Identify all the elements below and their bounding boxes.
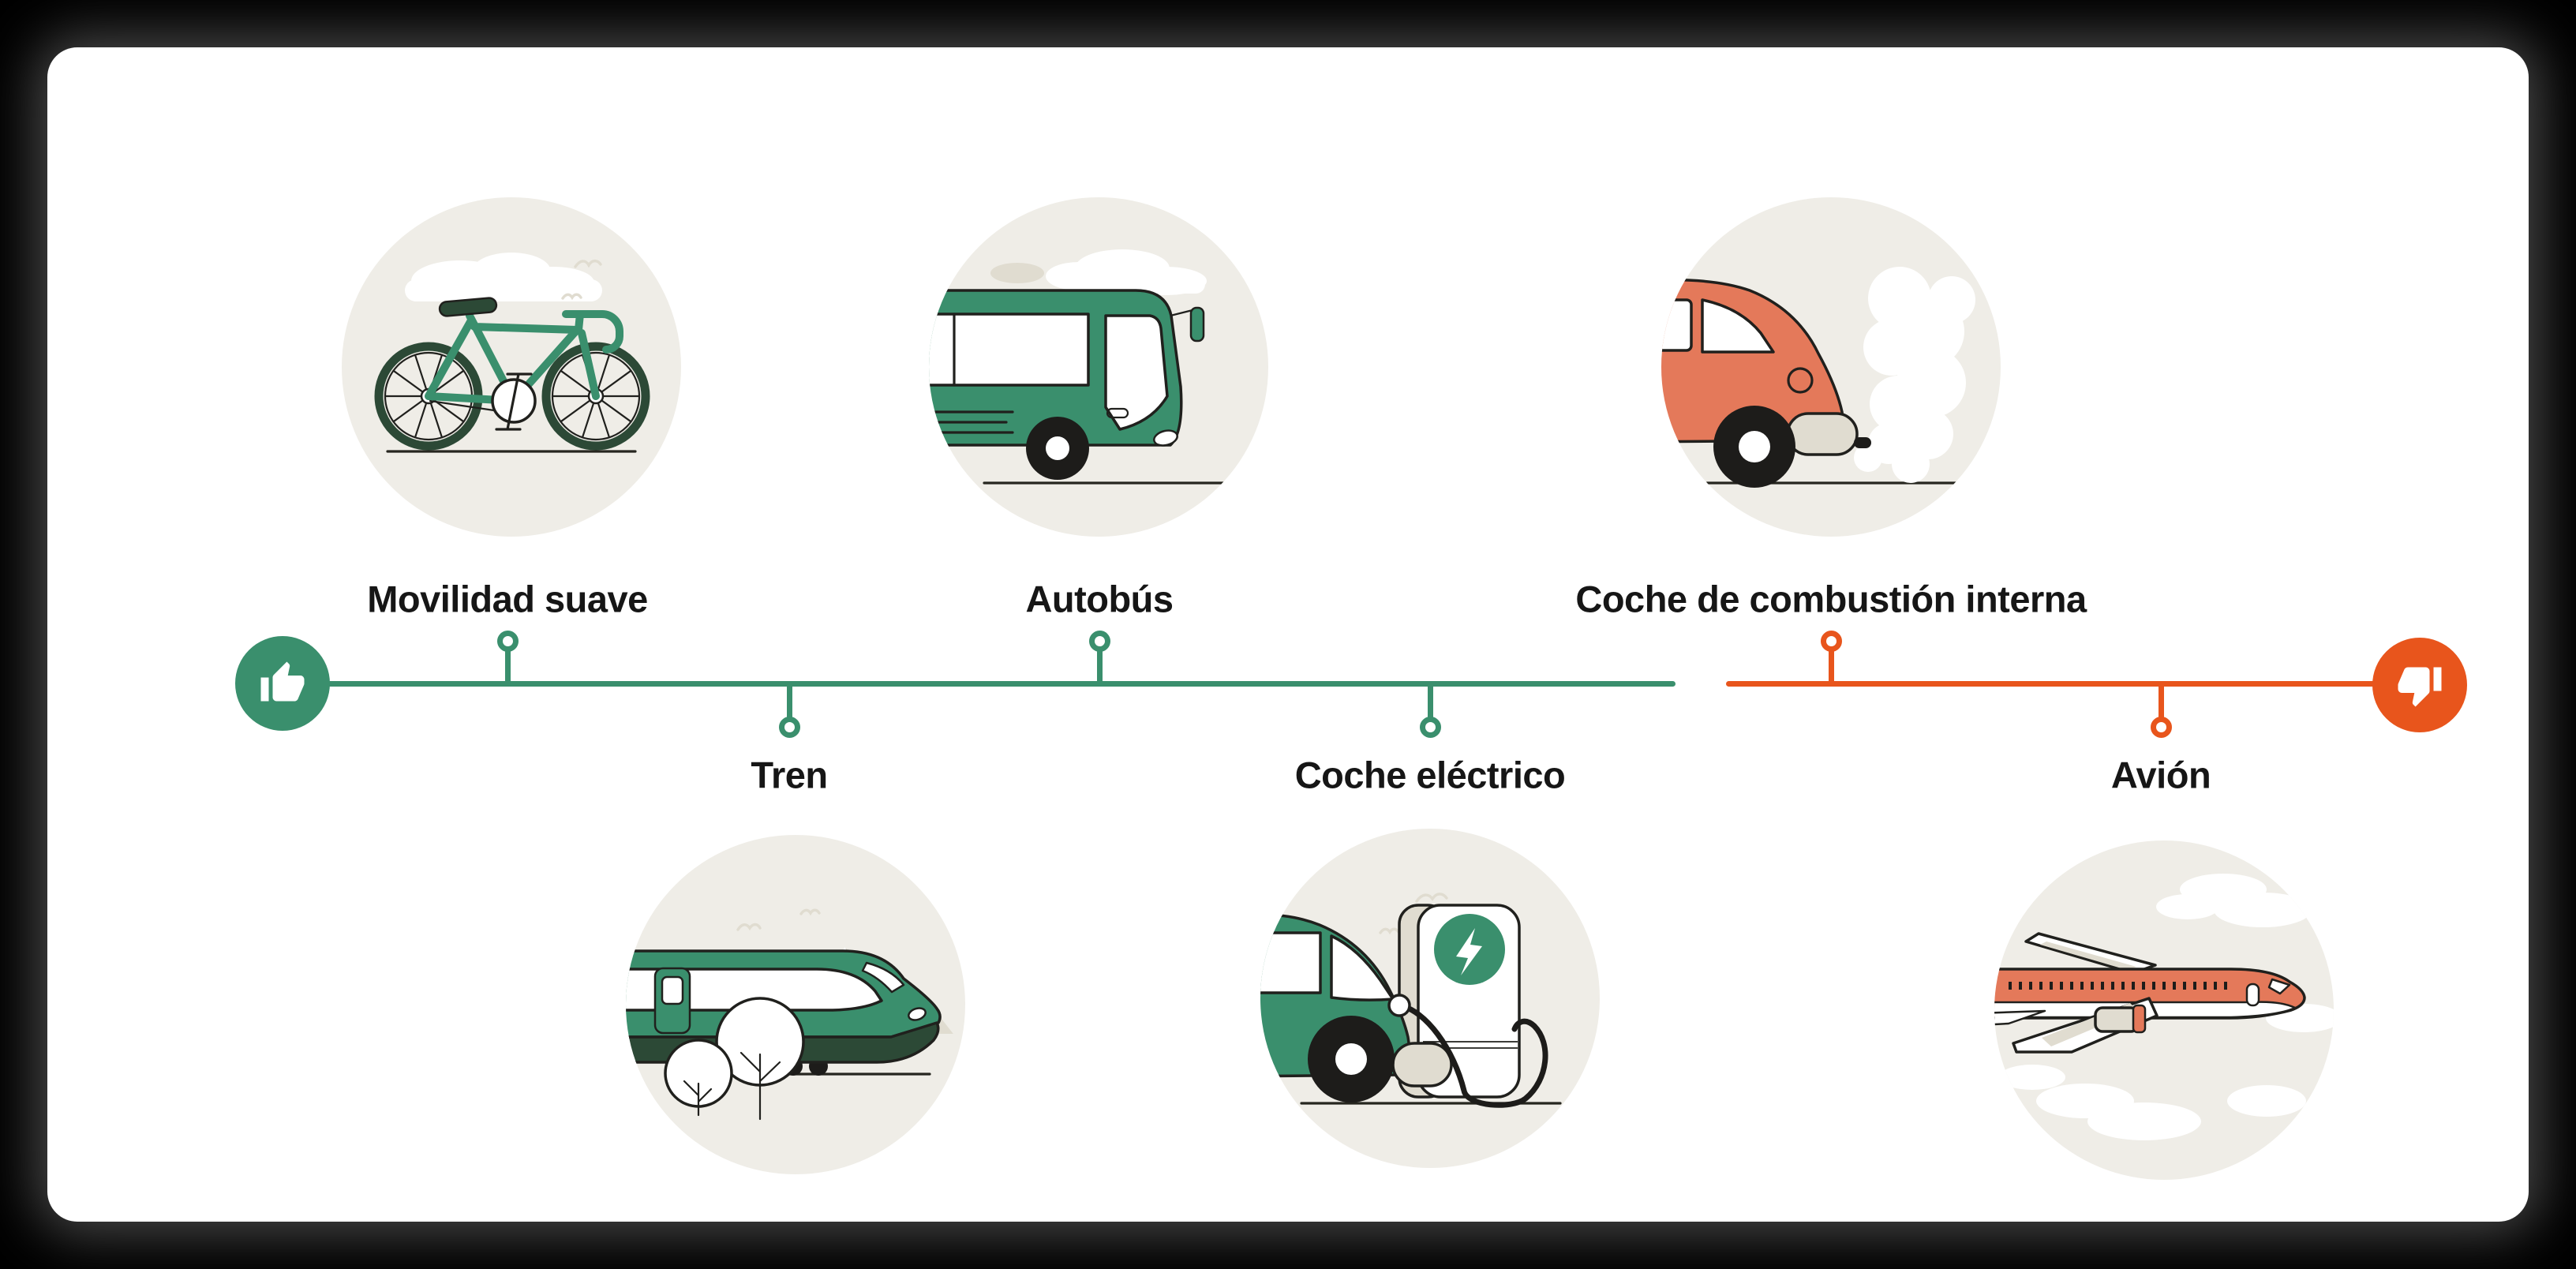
item-label-coche-combustion: Coche de combustión interna [1575,578,2087,620]
connector-stem-avion [2159,683,2164,719]
item-label-movilidad-suave: Movilidad suave [367,578,648,620]
connector-stem-coche-electrico [1428,683,1433,719]
item-label-tren: Tren [751,754,828,796]
train-illustration [626,835,965,1174]
connector-ring-coche-combustion [1821,631,1842,652]
connector-ring-coche-electrico [1420,717,1441,738]
connector-ring-autobus [1089,631,1110,652]
exhaust-smoke [1854,267,1975,483]
item-label-autobus: Autobús [1025,578,1174,620]
connector-ring-avion [2151,717,2172,738]
connector-stem-tren [787,683,792,719]
thumbs-up-icon [260,661,305,702]
connector-ring-tren [779,717,800,738]
airplane-illustration [1994,840,2334,1180]
electric-car-illustration [1260,829,1600,1168]
timeline-negative-segment [1726,681,2420,687]
bus-illustration [929,197,1268,537]
thumbs-down-icon [2398,667,2442,707]
item-label-avion: Avión [2110,754,2211,796]
combustion-car-illustration [1661,197,2001,537]
connector-stem-movilidad [505,648,511,683]
item-label-coche-electrico: Coche eléctrico [1294,754,1566,796]
timeline-positive-segment [283,681,1676,687]
connector-stem-coche-combustion [1829,648,1834,683]
card: Movilidad suave Tren Autobús Coche eléct… [47,47,2529,1222]
thumbs-up-badge [235,636,330,731]
connector-stem-autobus [1097,648,1103,683]
bicycle-illustration [342,197,681,537]
connector-ring-movilidad [497,631,519,652]
thumbs-down-badge [2372,638,2467,732]
